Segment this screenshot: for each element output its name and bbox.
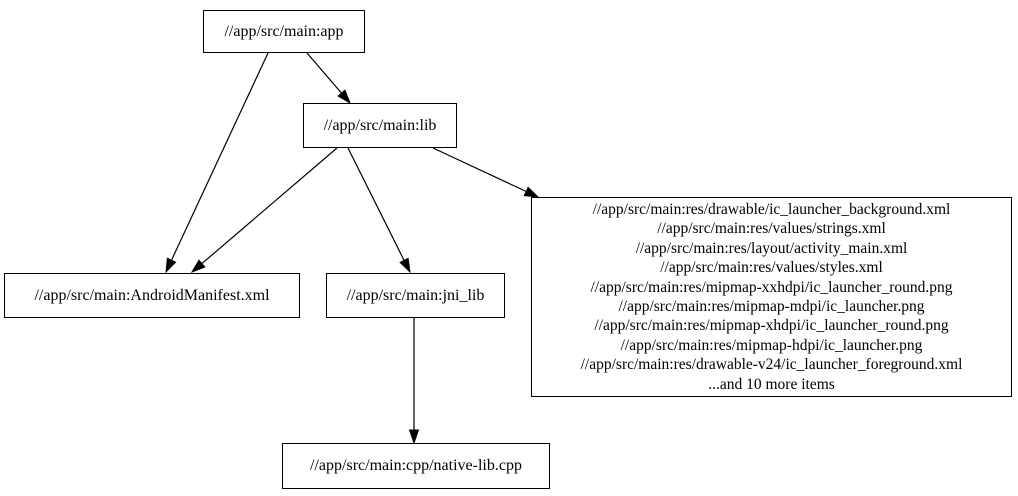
node-lib: //app/src/main:lib <box>303 103 457 148</box>
resource-line: //app/src/main:res/mipmap-xhdpi/ic_launc… <box>594 317 949 335</box>
node-android-manifest: //app/src/main:AndroidManifest.xml <box>4 273 300 318</box>
node-app: //app/src/main:app <box>203 10 365 53</box>
edge-app-to-android-manifest <box>165 52 269 274</box>
node-android-manifest-label: //app/src/main:AndroidManifest.xml <box>34 286 270 304</box>
node-resources: //app/src/main:res/drawable/ic_launcher_… <box>531 197 1012 397</box>
resource-line: //app/src/main:res/values/styles.xml <box>660 259 883 277</box>
node-native-lib-label: //app/src/main:cpp/native-lib.cpp <box>310 457 522 474</box>
resource-line: //app/src/main:res/mipmap-mdpi/ic_launch… <box>618 298 925 315</box>
edge-lib-to-jni-lib <box>347 147 411 274</box>
resource-line: //app/src/main:res/mipmap-hdpi/ic_launch… <box>620 336 923 354</box>
edge-lib-to-resources <box>432 147 540 198</box>
resource-line: //app/src/main:res/drawable-v24/ic_launc… <box>580 356 963 374</box>
edge-lib-to-android-manifest <box>190 147 338 273</box>
resource-line: //app/src/main:res/drawable/ic_launcher_… <box>592 200 951 218</box>
node-app-label: //app/src/main:app <box>224 22 344 40</box>
edge-app-to-lib <box>306 52 351 105</box>
resource-line: //app/src/main:res/layout/activity_main.… <box>635 239 908 257</box>
resource-line: //app/src/main:res/mipmap-xxhdpi/ic_laun… <box>590 278 953 296</box>
node-jni-lib-label: //app/src/main:jni_lib <box>346 286 485 304</box>
resource-more-items: ...and 10 more items <box>708 375 835 393</box>
node-lib-label: //app/src/main:lib <box>323 116 437 134</box>
node-jni-lib: //app/src/main:jni_lib <box>326 273 505 318</box>
edge-jni-lib-to-native-lib <box>408 318 420 445</box>
resource-line: //app/src/main:res/values/strings.xml <box>657 220 886 238</box>
node-native-lib: //app/src/main:cpp/native-lib.cpp <box>282 443 550 489</box>
